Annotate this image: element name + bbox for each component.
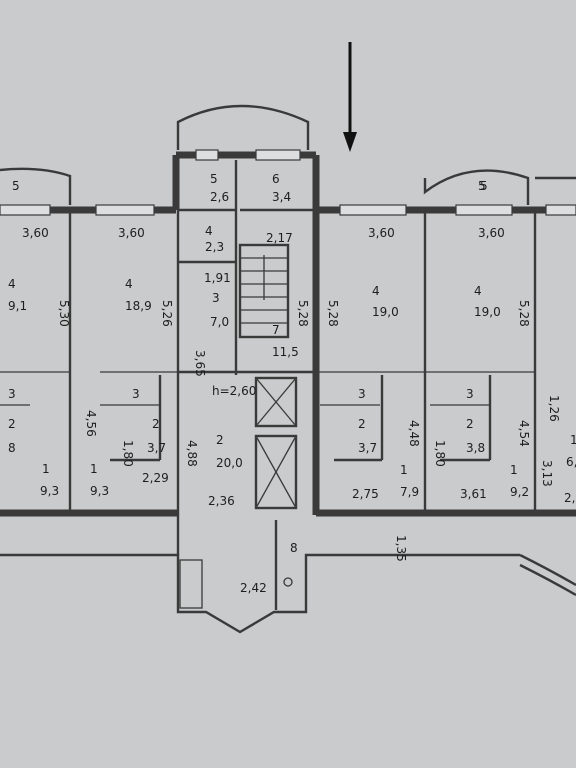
plan-label: 5 — [478, 179, 486, 193]
plan-label: 1 — [400, 463, 408, 477]
plan-label: 7,0 — [210, 315, 229, 329]
plan-label: 1 — [42, 462, 50, 476]
stair-and-elevators — [238, 243, 298, 510]
plan-label: 4,54 — [517, 420, 531, 447]
plan-label: 7,9 — [400, 485, 419, 499]
plan-label: 5,28 — [517, 300, 531, 327]
plan-label: 1,80 — [121, 440, 135, 467]
plan-label: 11,5 — [272, 345, 299, 359]
balconies — [0, 104, 576, 205]
plan-label: 4,56 — [84, 410, 98, 437]
plan-label: 1 — [90, 462, 98, 476]
plan-label: 2 — [358, 417, 366, 431]
plan-label: 9,1 — [8, 299, 27, 313]
plan-label: 18,9 — [125, 299, 152, 313]
plan-label: 1,35 — [394, 535, 408, 562]
plan-label: 5 — [480, 179, 488, 193]
plan-label: 1,91 — [204, 271, 231, 285]
plan-label: 5 — [12, 179, 20, 193]
exterior-wall-top — [0, 149, 576, 216]
lobby-walls — [0, 509, 576, 634]
plan-label: 1,26 — [547, 395, 561, 422]
plan-label: 2 — [152, 417, 160, 431]
plan-label: 2 — [8, 417, 16, 431]
plan-label: 19,0 — [474, 305, 501, 319]
direction-arrow — [343, 42, 357, 152]
plan-label: 3,60 — [118, 226, 145, 240]
plan-label: 5 — [210, 172, 218, 186]
plan-label: 3,13 — [540, 460, 554, 487]
plan-label: 9,2 — [510, 485, 529, 499]
plan-label: 4,48 — [407, 420, 421, 447]
plan-label: 3,60 — [22, 226, 49, 240]
plan-label: 3,4 — [272, 190, 291, 204]
interior-walls — [0, 160, 537, 515]
plan-labels: 5 3,60 4 9,1 5,30 3 2 8 1 9,3 3,60 4 18,9 5,26 4,56 3 2 1… — [8, 172, 576, 595]
plan-label: 3,61 — [460, 487, 487, 501]
plan-label: 3 — [212, 291, 220, 305]
plan-label: 2,29 — [142, 471, 169, 485]
plan-label: 6 — [272, 172, 280, 186]
plan-label: 3,7 — [358, 441, 377, 455]
plan-label: 8 — [8, 441, 16, 455]
plan-label: 2 — [466, 417, 474, 431]
plan-label: 2 — [216, 433, 224, 447]
plan-label: 3,60 — [478, 226, 505, 240]
plan-label: 4 — [8, 277, 16, 291]
plan-label: 3 — [132, 387, 140, 401]
plan-label: 5,30 — [57, 300, 71, 327]
plan-label: 1 — [570, 433, 576, 447]
plan-label: 2,17 — [266, 231, 293, 245]
plan-label: 2,75 — [352, 487, 379, 501]
plan-label: 3 — [466, 387, 474, 401]
plan-label: 5,28 — [326, 300, 340, 327]
plan-label: 2,6 — [210, 190, 229, 204]
plan-label: 5,26 — [160, 300, 174, 327]
plan-label: 5,28 — [296, 300, 310, 327]
plan-label: 3,60 — [368, 226, 395, 240]
plan-label: 4,88 — [185, 440, 199, 467]
plan-label: 9,3 — [40, 484, 59, 498]
plan-label: 4 — [474, 284, 482, 298]
plan-label: 4 — [125, 277, 133, 291]
plan-label: 7 — [272, 323, 280, 337]
plan-label: 2,42 — [240, 581, 267, 595]
plan-label: h=2,60 — [212, 384, 256, 398]
plan-label: 4 — [372, 284, 380, 298]
plan-label: 2,3 — [205, 240, 224, 254]
plan-label: 19,0 — [372, 305, 399, 319]
plan-label: 3,65 — [193, 350, 207, 377]
plan-label: 8 — [290, 541, 298, 555]
plan-label: 1 — [510, 463, 518, 477]
plan-label: 3 — [358, 387, 366, 401]
plan-label: 20,0 — [216, 456, 243, 470]
plan-label: 3,7 — [147, 441, 166, 455]
plan-label: 9,3 — [90, 484, 109, 498]
plan-label: 3 — [8, 387, 16, 401]
plan-label: 2,14 — [564, 491, 576, 505]
plan-label: 1,80 — [433, 440, 447, 467]
plan-label: 6,7 — [566, 455, 576, 469]
plan-label: 3,8 — [466, 441, 485, 455]
plan-label: 4 — [205, 224, 213, 238]
plan-label: 2,36 — [208, 494, 235, 508]
